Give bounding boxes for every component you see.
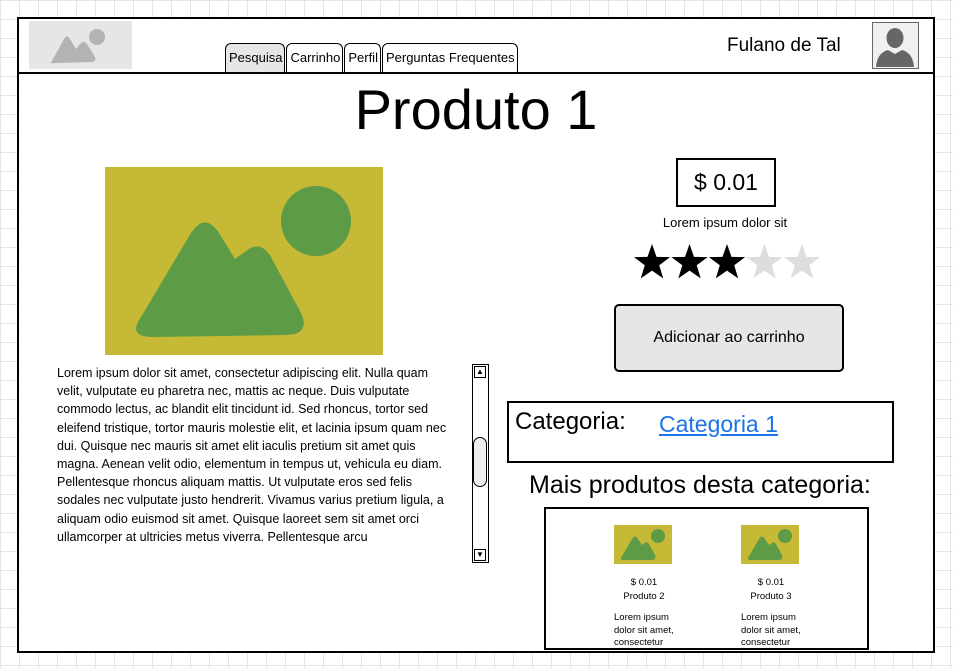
related-product-description: Lorem ipsum dolor sit amet, consectetur [741,612,801,646]
page-frame: Pesquisa Carrinho Perfil Perguntas Frequ… [17,17,935,653]
logo-placeholder [29,21,132,69]
star-filled-icon[interactable] [671,244,708,279]
category-label: Categoria: [515,408,626,435]
nav-tabs: Pesquisa Carrinho Perfil Perguntas Frequ… [225,43,519,72]
rating-stars[interactable] [631,236,826,288]
image-placeholder-icon [105,167,383,355]
product-description: Lorem ipsum dolor sit amet, consectetur … [57,366,447,544]
tab-perguntas-frequentes[interactable]: Perguntas Frequentes [381,43,518,72]
star-filled-icon[interactable] [708,244,746,279]
scroll-thumb[interactable] [473,437,487,487]
related-product-price: $ 0.01 [757,577,785,588]
image-placeholder-icon [741,525,799,564]
description-scrollbar[interactable]: ▲ ▼ [472,364,489,563]
related-product-description: Lorem ipsum dolor sit amet, consectetur [614,612,674,646]
tab-pesquisa[interactable]: Pesquisa [225,43,286,72]
scroll-down-icon[interactable]: ▼ [474,549,486,561]
tab-perfil[interactable]: Perfil [344,43,381,72]
related-product-price: $ 0.01 [630,577,658,588]
star-filled-icon[interactable] [633,244,671,279]
scroll-up-icon[interactable]: ▲ [474,366,486,378]
price-description: Lorem ipsum dolor sit [662,215,788,230]
product-image [105,167,383,355]
related-products-title: Mais produtos desta categoria: [529,471,871,499]
header-divider [19,72,933,74]
tab-carrinho[interactable]: Carrinho [286,43,344,72]
add-to-cart-button[interactable]: Adicionar ao carrinho [614,304,844,372]
related-product-name: Produto 3 [750,591,792,602]
image-placeholder-icon [614,525,672,564]
image-placeholder-icon [51,29,105,64]
price-box: $ 0.01 [676,158,776,207]
product-title: Produto 1 [354,78,598,141]
related-product-name: Produto 2 [623,591,665,602]
username[interactable]: Fulano de Tal [727,35,841,56]
category-box: Categoria: Categoria 1 [507,401,894,463]
user-avatar-icon [873,23,917,67]
avatar[interactable] [872,22,919,69]
star-empty-icon[interactable] [746,244,783,279]
star-empty-icon[interactable] [783,244,821,279]
category-link[interactable]: Categoria 1 [659,411,778,437]
related-products-box: $ 0.01 Produto 2 Lorem ipsum dolor sit a… [544,507,869,650]
